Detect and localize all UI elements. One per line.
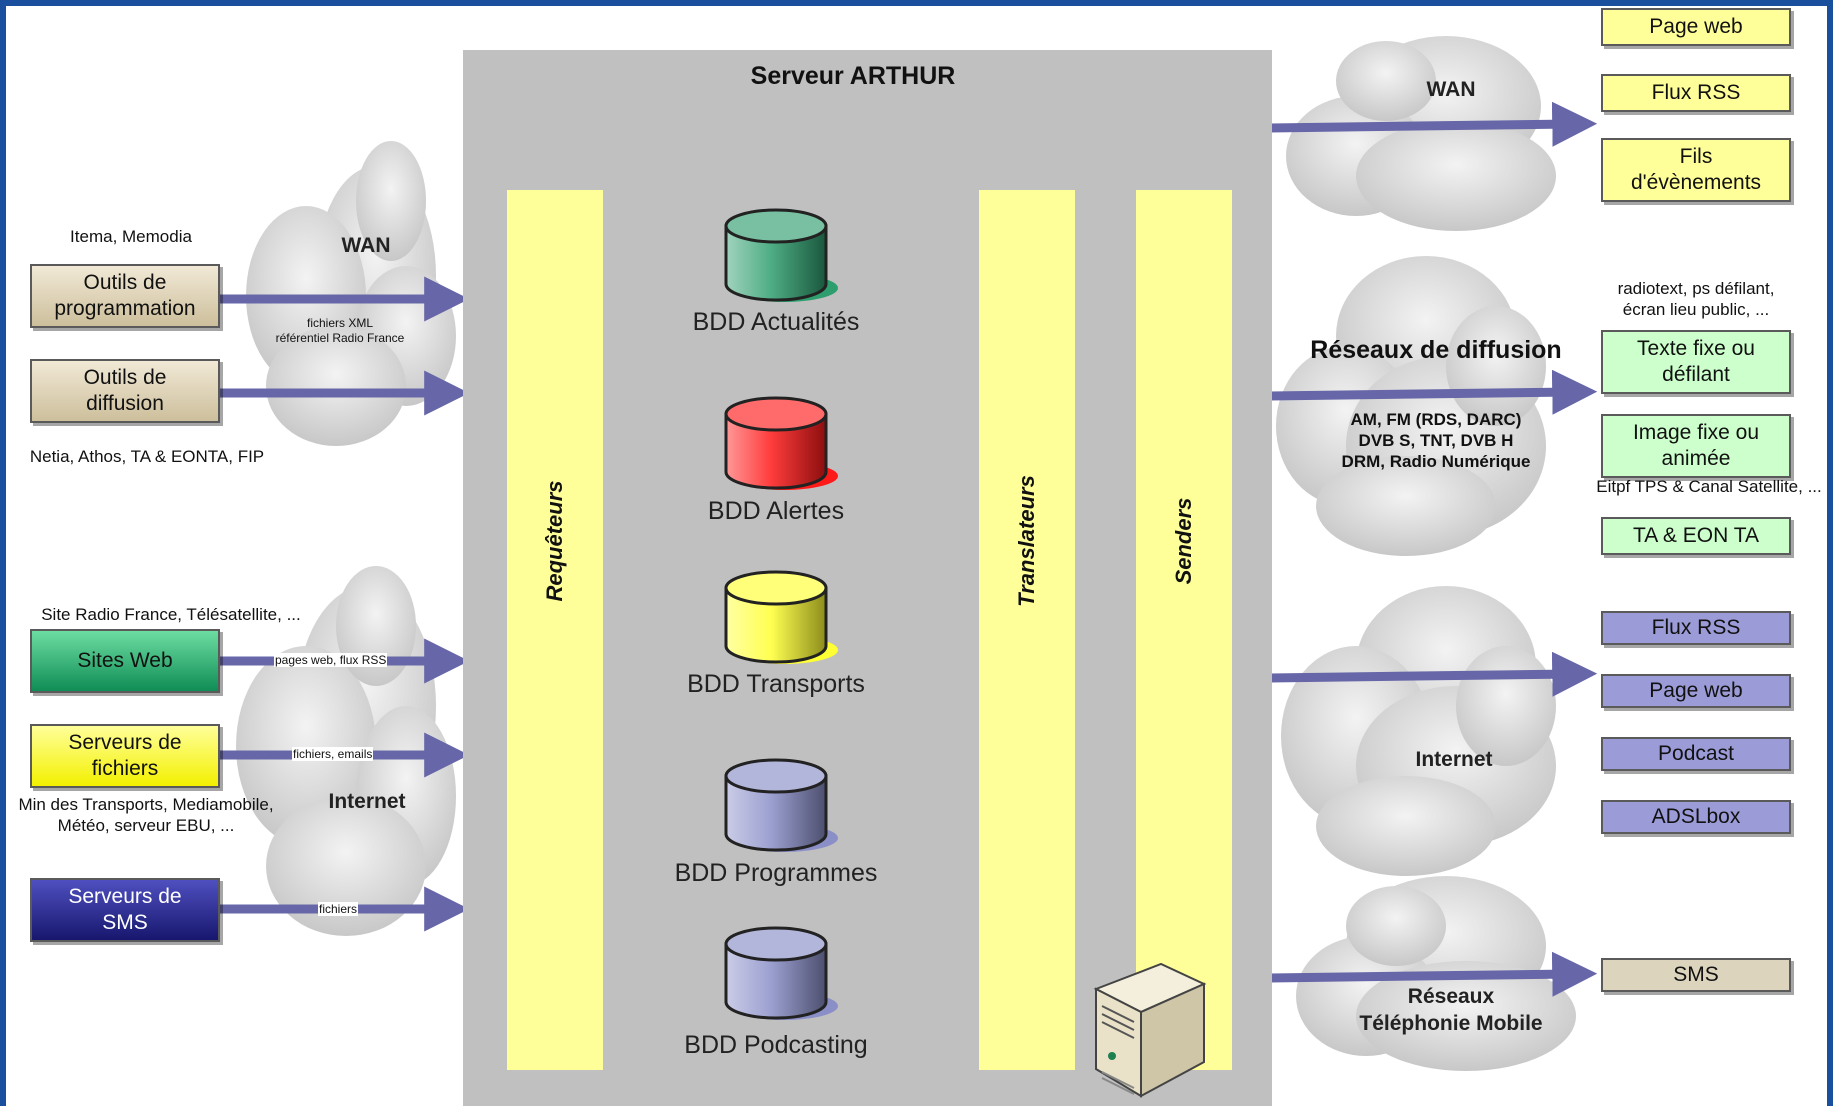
db-alertes-label: BDD Alertes	[707, 497, 845, 525]
db-programmes-icon	[724, 758, 838, 852]
satellite-caption: Eitpf TPS & Canal Satellite, ...	[1596, 477, 1822, 496]
db-podcasting-icon	[724, 926, 838, 1020]
translators-label: Translateurs	[1014, 475, 1039, 607]
broadcast-networks-title: Réseaux de diffusion	[1310, 336, 1562, 364]
prog-tools-box: Outils de programmation	[30, 264, 220, 328]
file-arrow-label: fichiers, emails	[292, 747, 374, 761]
wan-left-cloud-label: WAN	[341, 234, 391, 257]
db-podcasting-label: BDD Podcasting	[684, 1031, 868, 1059]
server-title: Serveur ARTHUR	[750, 62, 956, 90]
translators-column	[979, 190, 1075, 1070]
sms-servers-box: Serveurs de SMS	[30, 878, 220, 942]
output-flux-rss: Flux RSS	[1601, 74, 1791, 112]
db-transports-label: BDD Transports	[687, 670, 865, 698]
sms-arrow-label: fichiers	[318, 902, 359, 916]
output-arrows	[1267, 101, 1598, 997]
cloud-broadcast-right	[1276, 256, 1546, 556]
output-fils-evenements: Fils d'évènements	[1601, 138, 1791, 202]
output-internet-page-web: Page web	[1601, 674, 1791, 708]
db-actualites-label: BDD Actualités	[692, 308, 860, 336]
cloud-internet-right	[1281, 586, 1556, 876]
radiotext-caption: radiotext, ps défilant, écran lieu publi…	[1617, 279, 1775, 319]
internet-right-cloud-label: Internet	[1415, 748, 1493, 771]
requesters-label: Requêteurs	[542, 480, 567, 602]
diffusion-sources-caption: Netia, Athos, TA & EONTA, FIP	[29, 447, 265, 466]
output-page-web: Page web	[1601, 8, 1791, 46]
output-ta-eon: TA & EON TA	[1601, 517, 1791, 555]
senders-label: Senders	[1171, 497, 1196, 585]
data-providers-caption: Min des Transports, Mediamobile, Météo, …	[18, 795, 274, 835]
db-programmes-label: BDD Programmes	[674, 859, 878, 887]
output-internet-adslbox: ADSLbox	[1601, 800, 1791, 834]
cloud-wan-left	[246, 141, 456, 446]
db-alertes-icon	[724, 396, 838, 490]
server-tower-icon	[1093, 962, 1207, 1098]
requesters-column	[507, 190, 603, 1070]
output-sms: SMS	[1601, 958, 1791, 992]
slide: Serveur ARTHUR Requêteurs Translateurs S…	[6, 6, 1827, 1106]
arrow-out-internet	[1267, 651, 1598, 697]
diagram-canvas	[220, 36, 1598, 1071]
output-image-box: Image fixe ou animée	[1601, 414, 1791, 478]
arrow-out-mobile	[1267, 951, 1598, 997]
db-transports-icon	[724, 570, 838, 664]
broadcast-networks-list: AM, FM (RDS, DARC) DVB S, TNT, DVB H DRM…	[1341, 410, 1531, 471]
output-internet-flux-rss: Flux RSS	[1601, 611, 1791, 645]
cloud-wan-right	[1286, 36, 1556, 231]
internet-left-cloud-label: Internet	[328, 790, 406, 813]
file-servers-box: Serveurs de fichiers	[30, 724, 220, 788]
xml-files-note: fichiers XML référentiel Radio France	[275, 316, 405, 345]
web-sites-box: Sites Web	[30, 629, 220, 693]
senders-column	[1136, 190, 1232, 1070]
arrow-out-wan	[1267, 101, 1598, 147]
diff-tools-box: Outils de diffusion	[30, 359, 220, 423]
arrow-out-broadcast	[1267, 369, 1598, 415]
output-text-box: Texte fixe ou défilant	[1601, 330, 1791, 394]
output-internet-podcast: Podcast	[1601, 737, 1791, 771]
db-actualites-icon	[724, 208, 838, 302]
web-arrow-label: pages web, flux RSS	[274, 653, 388, 667]
wan-sources-caption: Itema, Memodia	[70, 227, 192, 246]
mobile-network-label: Réseaux Téléphonie Mobile	[1359, 985, 1543, 1035]
cloud-mobile-right	[1296, 876, 1576, 1071]
wan-right-cloud-label: WAN	[1426, 78, 1476, 101]
internet-sources-caption: Site Radio France, Télésatellite, ...	[41, 605, 301, 624]
